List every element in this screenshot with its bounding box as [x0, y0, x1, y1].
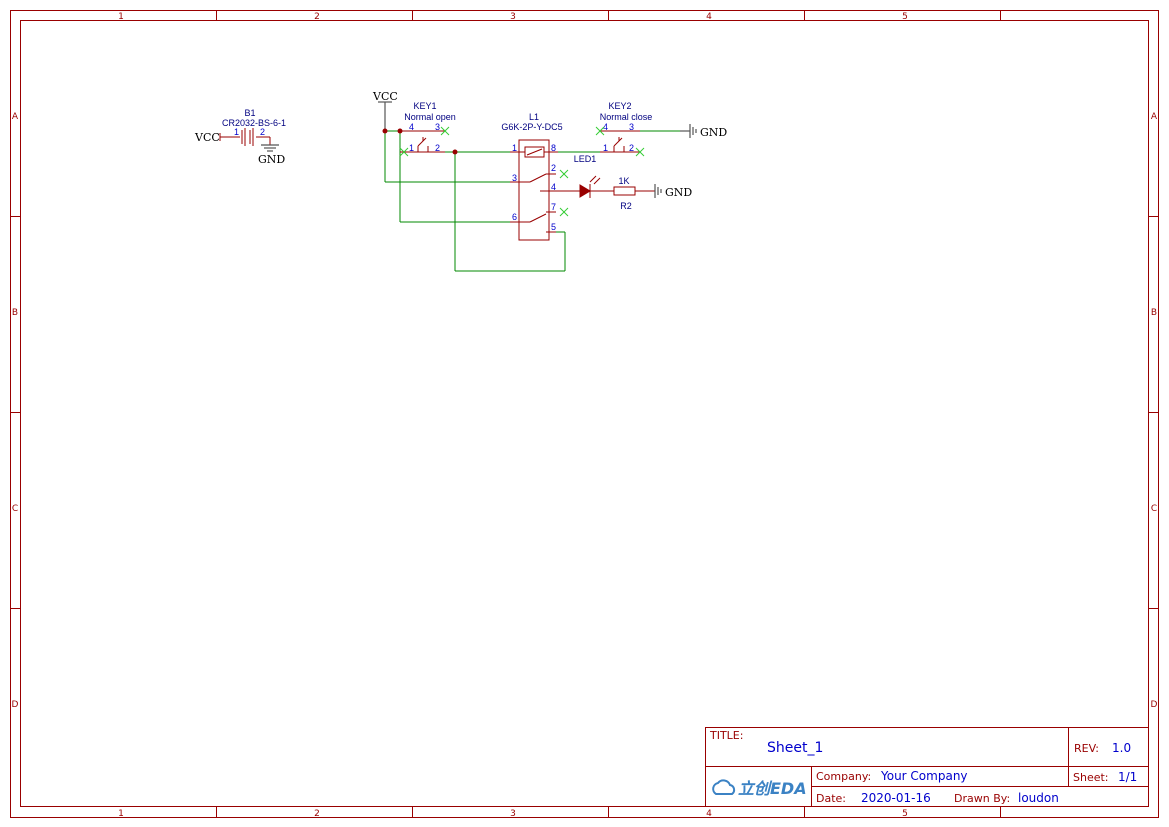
- company-value: Your Company: [880, 769, 968, 783]
- pin-number: 2: [435, 143, 440, 153]
- ground-symbol: [261, 144, 279, 152]
- sheet-label: Sheet:: [1073, 771, 1109, 784]
- row-label: A: [1151, 112, 1158, 122]
- key1-ref: KEY1: [413, 101, 436, 111]
- pin-number: 4: [409, 122, 414, 132]
- pin-number: 8: [551, 143, 556, 153]
- pin-number: 7: [551, 202, 556, 212]
- row-label: B: [12, 308, 18, 318]
- column-label: 5: [902, 12, 908, 22]
- led-led1[interactable]: LED1: [560, 154, 614, 198]
- no-connect-marker: [559, 169, 569, 179]
- title-block: [705, 727, 1149, 807]
- switch-key2[interactable]: KEY2 Normal close 4 3 1 2: [600, 101, 653, 153]
- no-connect-marker: [399, 147, 409, 157]
- sheet-frame: [10, 10, 1159, 818]
- drawn-by-value: loudon: [1018, 791, 1059, 805]
- pin-number: 3: [512, 173, 517, 183]
- logo-text: 立创EDA: [738, 779, 807, 798]
- relay-ref: L1: [529, 112, 539, 122]
- pin-number: 1: [234, 127, 239, 137]
- pin-number: 2: [260, 127, 265, 137]
- relay-l1[interactable]: L1 G6K-2P-Y-DC5 1 8 3 2 4 6 7 5: [501, 112, 563, 241]
- column-label: 3: [510, 809, 516, 819]
- key1-value: Normal open: [404, 112, 456, 122]
- pin-number: 2: [629, 143, 634, 153]
- junction-dot: [452, 149, 458, 155]
- net-label-gnd: GND: [258, 153, 285, 166]
- key2-value: Normal close: [600, 112, 653, 122]
- eda-logo: 立创EDA: [712, 779, 807, 798]
- resistor-r2[interactable]: 1K R2: [613, 176, 655, 211]
- column-label: 3: [510, 12, 516, 22]
- ground-symbol: [680, 124, 697, 138]
- pin-number: 4: [603, 122, 608, 132]
- column-label: 2: [314, 809, 320, 819]
- net-label-gnd: GND: [665, 186, 692, 199]
- net-label-vcc: VCC: [194, 131, 220, 144]
- column-label: 1: [118, 809, 124, 819]
- resistor-value: 1K: [618, 176, 629, 186]
- sheet-value: 1/1: [1118, 770, 1137, 784]
- row-label: B: [1151, 308, 1157, 318]
- key2-ref: KEY2: [608, 101, 631, 111]
- pin-number: 1: [603, 143, 608, 153]
- column-label: 1: [118, 12, 124, 22]
- ground-symbol: [654, 184, 662, 198]
- switch-key1[interactable]: KEY1 Normal open 4 3 1 2: [400, 101, 456, 153]
- row-label: C: [12, 504, 18, 514]
- column-label: 4: [706, 12, 712, 22]
- pin-number: 3: [435, 122, 440, 132]
- column-label: 5: [902, 809, 908, 819]
- vcc-port: VCC: [372, 90, 398, 131]
- no-connect-marker: [559, 207, 569, 217]
- row-label: C: [1151, 504, 1157, 514]
- pin-number: 1: [409, 143, 414, 153]
- battery-value: CR2032-BS-6-1: [222, 118, 286, 128]
- pin-number: 1: [512, 143, 517, 153]
- battery-b1[interactable]: B1 CR2032-BS-6-1 VCC 1 2 GND: [194, 108, 286, 166]
- no-connect-marker: [595, 126, 605, 136]
- row-label: D: [1151, 700, 1158, 710]
- pin-number: 4: [551, 182, 556, 192]
- pin-number: 6: [512, 212, 517, 222]
- title-value: Sheet_1: [767, 740, 823, 756]
- no-connect-marker: [440, 126, 450, 136]
- rev-label: REV:: [1074, 742, 1099, 755]
- pin-number: 3: [629, 122, 634, 132]
- row-label: A: [12, 112, 19, 122]
- drawn-by-label: Drawn By:: [954, 792, 1010, 805]
- row-label: D: [12, 700, 19, 710]
- relay-value: G6K-2P-Y-DC5: [501, 122, 562, 132]
- date-label: Date:: [816, 792, 846, 805]
- pin-number: 5: [551, 222, 556, 232]
- battery-ref: B1: [244, 108, 255, 118]
- junction-dot: [382, 128, 388, 134]
- net-label-vcc: VCC: [372, 90, 398, 103]
- rev-value: 1.0: [1112, 741, 1131, 755]
- no-connect-marker: [635, 147, 645, 157]
- company-label: Company:: [816, 770, 871, 783]
- column-label: 2: [314, 12, 320, 22]
- title-label: TITLE:: [709, 729, 743, 742]
- led-ref: LED1: [574, 154, 597, 164]
- pin-number: 2: [551, 163, 556, 173]
- column-label: 4: [706, 809, 712, 819]
- net-label-gnd: GND: [700, 126, 727, 139]
- date-value: 2020-01-16: [861, 791, 931, 805]
- resistor-ref: R2: [620, 201, 632, 211]
- cloud-icon: [712, 779, 736, 795]
